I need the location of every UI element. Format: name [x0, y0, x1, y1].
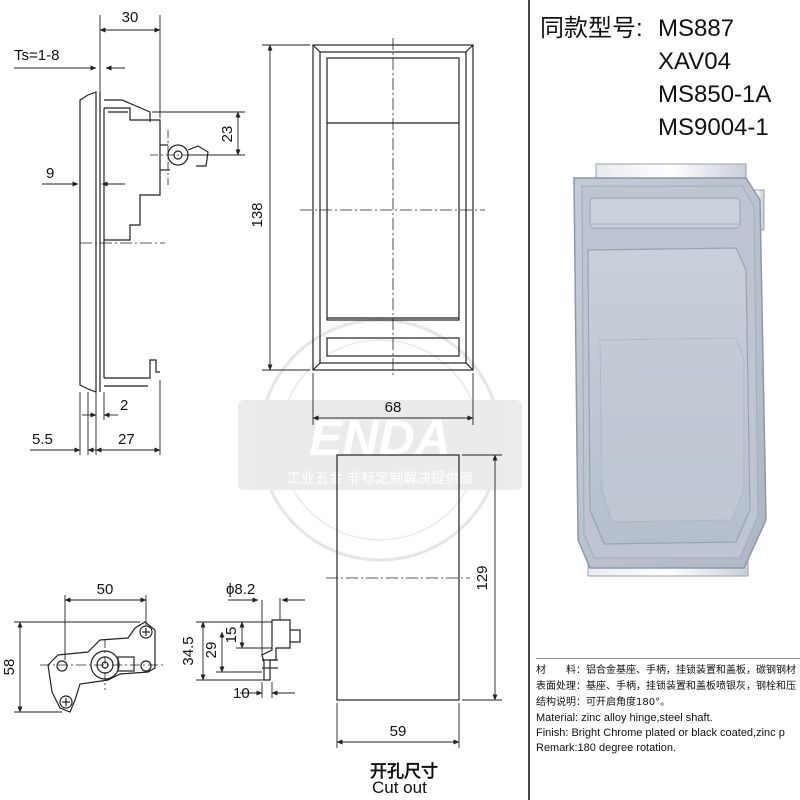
specifications: 材 料：铝合金基座、手柄，挂锁装置和盖板，碳钢钢材 表面处理：基座、手柄，挂锁装…: [536, 658, 800, 756]
dim-27: 27: [118, 431, 135, 448]
model-item: XAV04: [658, 48, 731, 75]
spec-material-en: Material: zinc alloy hinge,steel shaft.: [536, 712, 713, 724]
same-models-list: 同款型号: MS887 XAV04 MS850-1A MS9004-1: [540, 12, 771, 144]
dim-23: 23: [219, 126, 236, 143]
dim-10: 10: [233, 685, 250, 702]
watermark-slogan: 工业五金 非标定制解决提供商: [287, 471, 473, 487]
spec-finish-cn: 表面处理：基座、手柄，挂锁装置和盖板喷银灰，钢栓和压: [536, 681, 796, 692]
latch-view: [261, 619, 301, 681]
panel-divider: [528, 0, 530, 800]
spec-remark-cn: 结构说明：可开启角度180°。: [536, 697, 671, 708]
side-view-dimensions: [14, 15, 245, 455]
dim-59: 59: [390, 723, 407, 740]
dim-68: 68: [385, 399, 402, 416]
dim-5-5: 5.5: [32, 431, 53, 448]
dim-15: 15: [223, 627, 240, 644]
spec-remark-en: Remark:180 degree rotation.: [536, 742, 677, 754]
product-photo: [573, 163, 767, 577]
model-item: MS850-1A: [658, 81, 772, 108]
dim-138: 138: [249, 202, 266, 227]
bottom-view: [40, 621, 165, 713]
dim-9: 9: [46, 165, 54, 182]
dim-29: 29: [203, 642, 220, 659]
dim-34-5: 34.5: [180, 636, 197, 665]
spec-material-cn: 材 料：铝合金基座、手柄，挂锁装置和盖板，碳钢钢材: [536, 665, 796, 676]
same-models-label: 同款型号:: [540, 15, 643, 42]
cutout-dimensions: [336, 454, 502, 748]
front-view-dimensions: [262, 44, 474, 425]
bottom-view-dimensions: [14, 595, 147, 713]
side-view: [79, 91, 210, 393]
latch-view-dimensions: [196, 597, 305, 698]
model-item: MS887: [658, 15, 735, 42]
model-item: MS9004-1: [658, 114, 769, 141]
dim-phi-8-2: ϕ8.2: [226, 581, 255, 598]
dim-ts: Ts=1-8: [14, 47, 59, 64]
front-view: [300, 38, 485, 378]
dim-30: 30: [122, 9, 139, 26]
dim-129: 129: [474, 565, 491, 590]
spec-finish-en: Finish: Bright Chrome plated or black co…: [536, 727, 785, 739]
cutout-view: [326, 454, 470, 701]
cutout-title-en: Cut out: [372, 778, 427, 797]
cutout-title-cn: 开孔尺寸: [370, 762, 438, 782]
dim-58: 58: [1, 659, 18, 676]
dim-50: 50: [97, 581, 114, 598]
dim-2: 2: [120, 397, 128, 414]
